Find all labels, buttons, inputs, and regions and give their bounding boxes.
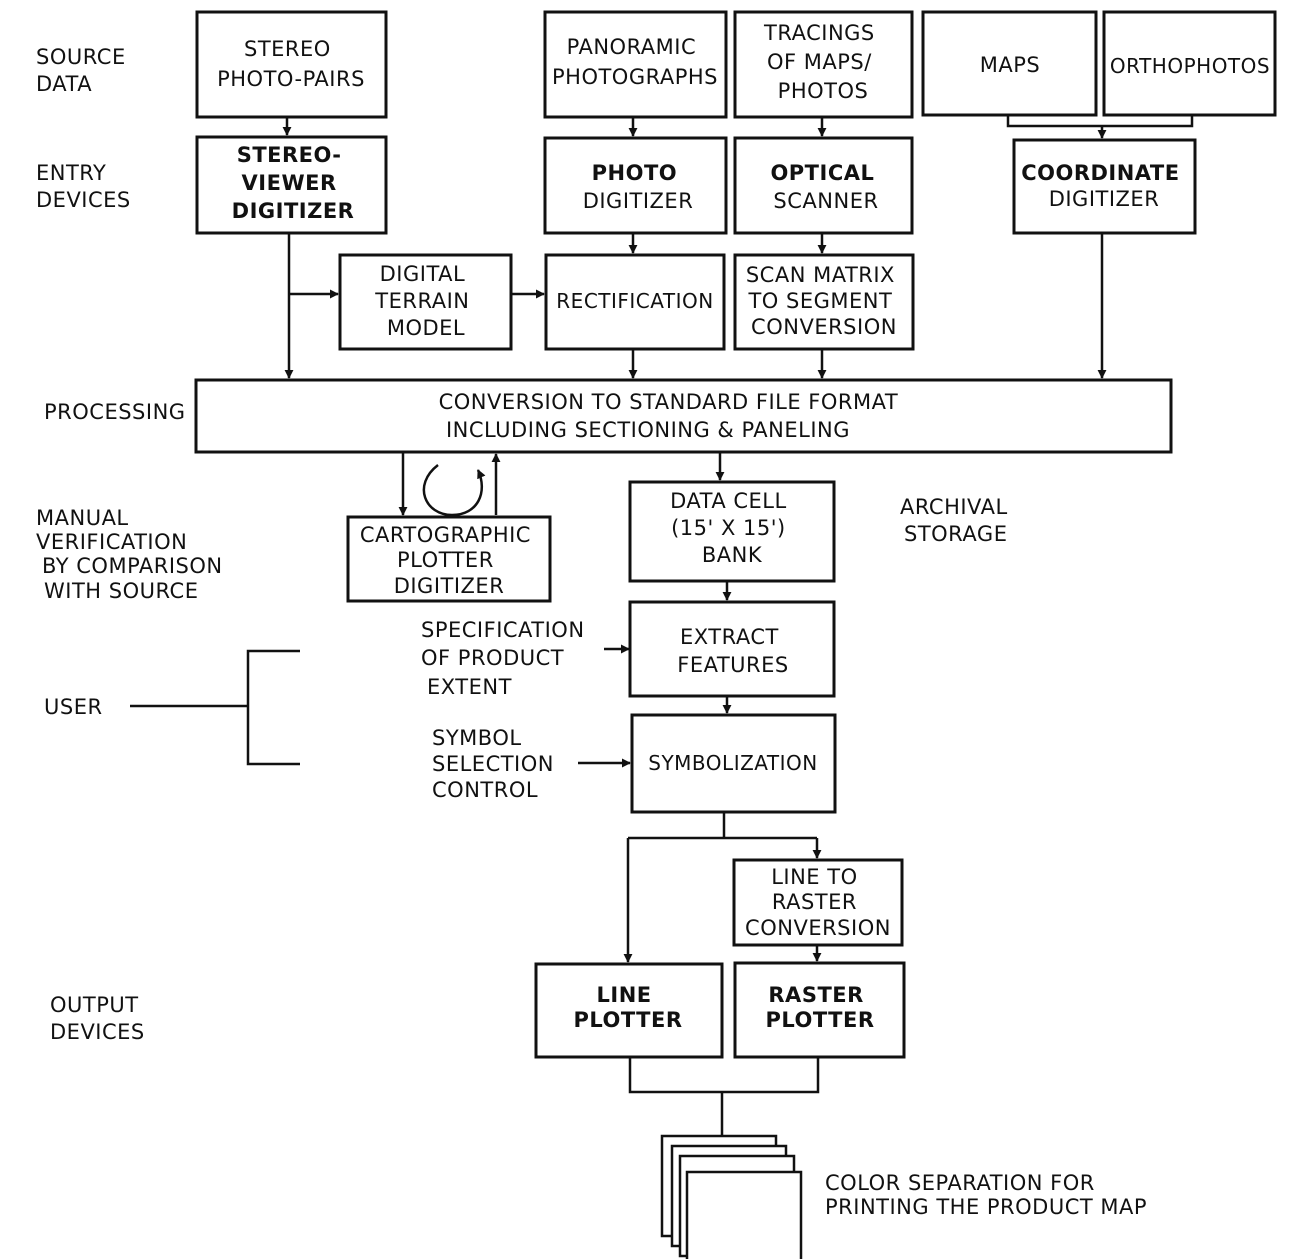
svg-text:OPTICAL SCANNER: OPTICAL SCANNER	[770, 161, 881, 213]
color-separation-sheets	[660, 1134, 803, 1259]
entry-box-coordinate-digitizer: COORDINATE DIGITIZER	[1012, 138, 1197, 235]
svg-text:SCAN MATRIX TO SEGMENT: SCAN MATRIX TO SEGMENT CONVERSION	[746, 263, 902, 339]
svg-text:DIGITAL TERRAIN MO: DIGITAL TERRAIN MODEL	[374, 262, 476, 340]
svg-text:STEREO- VIEWER DIG: STEREO- VIEWER DIGITIZER	[232, 143, 355, 223]
svg-text:TRACINGS OF MAPS/: TRACINGS OF MAPS/ PHOTOS	[763, 21, 882, 103]
source-box-tracings: TRACINGS OF MAPS/ PHOTOS	[733, 10, 914, 119]
svg-text:RECTIFICATION: RECTIFICATION	[556, 289, 713, 313]
svg-text:LINE TO RASTER CO: LINE TO RASTER CONVERSION	[745, 865, 891, 940]
entry-box-stereo-viewer-digitizer: STEREO- VIEWER DIGITIZER	[195, 135, 388, 235]
maps-ortho-bracket	[1006, 115, 1194, 128]
box-digital-terrain-model: DIGITAL TERRAIN MODEL	[338, 253, 513, 351]
box-symbolization: SYMBOLIZATION	[630, 713, 837, 814]
box-rectification: RECTIFICATION	[544, 253, 726, 351]
entry-box-optical-scanner: OPTICAL SCANNER	[733, 136, 914, 235]
label-color-separation: COLOR SEPARATION FOR PRINTING THE PRODUC…	[825, 1171, 1147, 1219]
box-line-to-raster-conversion: LINE TO RASTER CONVERSION	[732, 858, 904, 947]
svg-text:CARTOGRAPHIC PLOTTER: CARTOGRAPHIC PLOTTER DIGITIZER	[360, 523, 538, 598]
svg-text:MAPS: MAPS	[980, 53, 1040, 77]
stage-label-archival-storage: ARCHIVAL STORAGE	[900, 495, 1015, 546]
box-processing-conversion: CONVERSION TO STANDARD FILE FORMAT INCLU…	[194, 378, 1173, 454]
svg-text:PHOTO DIGITIZER: PHOTO DIGITIZER	[583, 161, 694, 213]
source-box-stereo-photo-pairs: STEREO PHOTO-PAIRS	[195, 10, 388, 119]
feedback-cycle-arrow	[422, 464, 486, 517]
box-extract-features: EXTRACT FEATURES	[628, 600, 836, 698]
entry-box-photo-digitizer: PHOTO DIGITIZER	[543, 136, 728, 235]
svg-text:STEREO PHOTO-PAIRS: STEREO PHOTO-PAIRS	[217, 37, 365, 91]
svg-text:SYMBOLIZATION: SYMBOLIZATION	[648, 751, 817, 775]
label-symbol-selection-control: SYMBOL SELECTION CONTROL	[432, 726, 561, 802]
source-box-panoramic-photographs: PANORAMIC PHOTOGRAPHS	[543, 10, 728, 119]
stage-label-manual-verification: MANUAL VERIFICATION BY COMPARISON WITH S…	[36, 506, 230, 603]
svg-text:CONVERSION TO STANDARD FILE: CONVERSION TO STANDARD FILE FORMAT INCLU…	[439, 390, 906, 442]
svg-text:EXTRACT FEATURES: EXTRACT FEATURES	[677, 625, 788, 677]
svg-text:PANORAMIC PHOTOGRAPHS: PANORAMIC PHOTOGRAPHS	[552, 35, 718, 89]
svg-text:DATA CELL (15' X 15'): DATA CELL (15' X 15') BANK	[670, 489, 794, 567]
box-cartographic-plotter-digitizer: CARTOGRAPHIC PLOTTER DIGITIZER	[346, 515, 552, 603]
box-raster-plotter: RASTER PLOTTER	[733, 961, 906, 1059]
stage-label-output-devices: OUTPUT DEVICES	[50, 993, 146, 1044]
box-scan-matrix-to-segment-conversion: SCAN MATRIX TO SEGMENT CONVERSION	[733, 253, 915, 351]
source-box-orthophotos: ORTHOPHOTOS	[1102, 10, 1277, 117]
box-data-cell-bank: DATA CELL (15' X 15') BANK	[628, 480, 836, 583]
svg-text:ORTHOPHOTOS: ORTHOPHOTOS	[1110, 54, 1270, 78]
plotters-merge	[628, 1057, 820, 1094]
connectors	[130, 115, 1194, 1171]
stage-label-source-data: SOURCE DATA	[36, 45, 133, 96]
sheet-front	[685, 1170, 803, 1259]
stage-label-entry-devices: ENTRY DEVICES	[36, 161, 131, 212]
svg-text:COORDINATE DIGITIZER: COORDINATE DIGITIZER	[1021, 161, 1187, 211]
user-branch	[246, 649, 300, 766]
svg-text:RASTER PLOTTER: RASTER PLOTTER	[765, 983, 874, 1032]
box-line-plotter: LINE PLOTTER	[534, 962, 724, 1059]
source-box-maps: MAPS	[921, 10, 1098, 117]
svg-text:LINE PLOTTER: LINE PLOTTER	[573, 983, 682, 1032]
stage-label-user: USER	[44, 695, 103, 719]
label-specification-of-product-extent: SPECIFICATION OF PRODUCT EXTENT	[421, 618, 592, 699]
stage-label-processing: PROCESSING	[44, 400, 186, 424]
